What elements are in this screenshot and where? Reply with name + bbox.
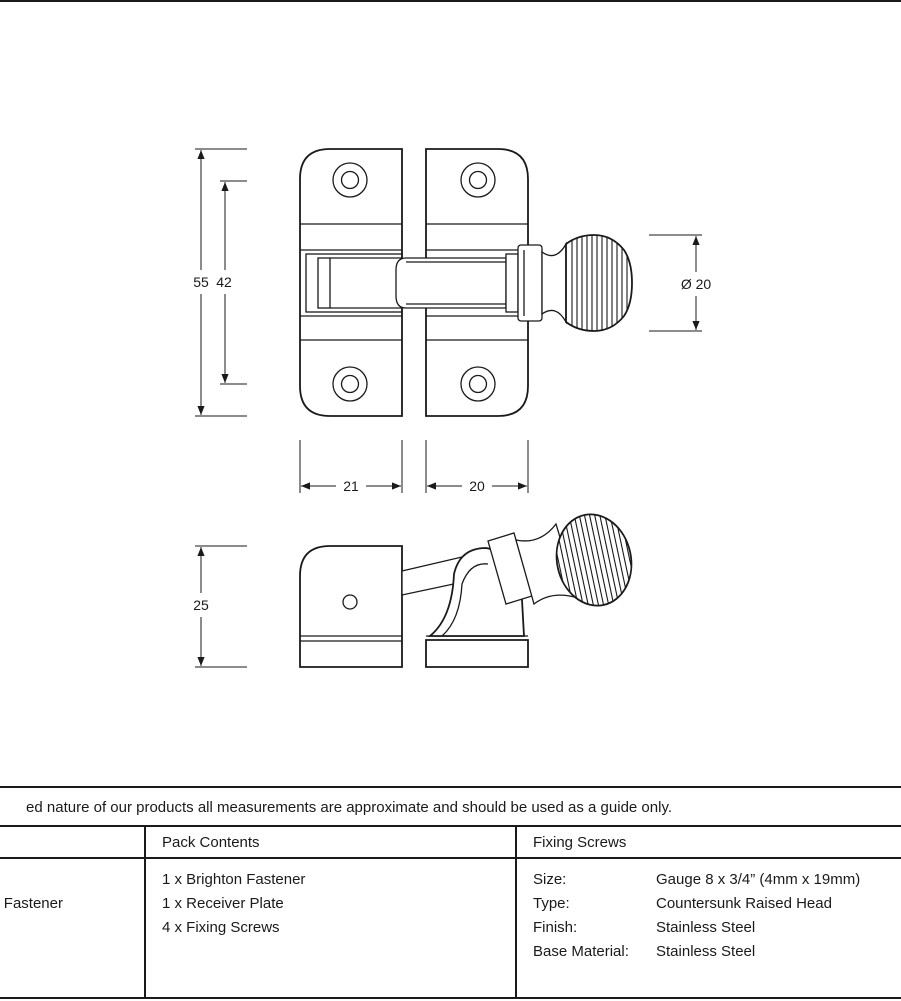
front-view xyxy=(299,148,633,417)
bolt xyxy=(395,257,507,309)
spec-label: Finish: xyxy=(533,919,578,936)
spec-value: Countersunk Raised Head xyxy=(656,895,832,912)
side-knob-rib xyxy=(590,507,617,613)
disclaimer-text: ed nature of our products all measuremen… xyxy=(26,799,672,816)
collar xyxy=(505,253,519,313)
product-name: Fastener xyxy=(3,895,63,912)
screw-hole xyxy=(460,366,496,402)
fixing-screws-header: Fixing Screws xyxy=(533,834,627,851)
side-knob-rib xyxy=(571,507,598,613)
spec-value: Stainless Steel xyxy=(656,943,756,960)
pack-contents-header: Pack Contents xyxy=(162,834,260,851)
dimension-labels: 55 42 Ø 20 21 20 25 xyxy=(193,274,711,613)
side-knob-rib xyxy=(595,507,622,613)
technical-drawing: 55 42 Ø 20 21 20 25 xyxy=(193,148,711,668)
left-channel-inner xyxy=(317,257,331,309)
dim-diameter-label: Ø 20 xyxy=(681,276,712,292)
screw-hole xyxy=(332,162,368,198)
side-right-block xyxy=(425,639,529,668)
dim-42-label: 42 xyxy=(216,274,232,290)
disclaimer-bar: ed nature of our products all measuremen… xyxy=(0,786,901,827)
side-knob-rib xyxy=(580,507,608,613)
dim-21-label: 21 xyxy=(343,478,359,494)
screw-hole xyxy=(332,366,368,402)
spec-table: Fastener Pack Contents 1 x Brighton Fast… xyxy=(0,827,901,1001)
side-knob-rib xyxy=(576,507,603,613)
right-plate xyxy=(425,148,529,417)
screw-hole xyxy=(460,162,496,198)
side-knob-rib xyxy=(566,507,593,613)
product-column: Fastener xyxy=(0,827,144,999)
table-bottom-border xyxy=(0,997,901,999)
knob-neck xyxy=(541,241,567,325)
table-header-divider xyxy=(0,857,901,859)
pack-item: 1 x Receiver Plate xyxy=(162,895,284,912)
knob-ribs xyxy=(571,235,628,331)
pack-item: 4 x Fixing Screws xyxy=(162,919,280,936)
dimensions xyxy=(195,148,702,668)
left-channel xyxy=(305,253,403,313)
pack-contents-column: Pack Contents 1 x Brighton Fastener 1 x … xyxy=(146,827,515,999)
side-knob-rib xyxy=(585,507,612,613)
side-screw-hole xyxy=(342,594,358,610)
side-knob-ribs xyxy=(548,507,640,613)
dim-20-label: 20 xyxy=(469,478,485,494)
side-left-block xyxy=(299,545,403,668)
dim-55-label: 55 xyxy=(193,274,209,290)
pack-item: 1 x Brighton Fastener xyxy=(162,871,306,888)
left-plate xyxy=(299,148,403,417)
spec-label: Base Material: xyxy=(533,943,629,960)
spec-label: Type: xyxy=(533,895,570,912)
top-border xyxy=(0,0,901,2)
collar-ring xyxy=(517,244,543,322)
side-hook-inner xyxy=(441,563,489,637)
table-column-divider xyxy=(515,827,517,999)
fixing-screws-column: Fixing Screws Size: Gauge 8 x 3/4” (4mm … xyxy=(517,827,901,999)
spec-value: Gauge 8 x 3/4” (4mm x 19mm) xyxy=(656,871,861,888)
spec-label: Size: xyxy=(533,871,567,888)
table-column-divider xyxy=(144,827,146,999)
dim-25-label: 25 xyxy=(193,597,209,613)
spec-value: Stainless Steel xyxy=(656,919,756,936)
side-view xyxy=(299,507,640,668)
